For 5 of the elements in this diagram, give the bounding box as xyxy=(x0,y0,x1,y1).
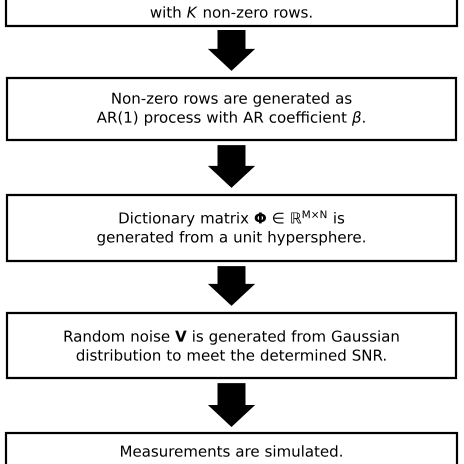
process-box: Measurements are simulated. xyxy=(4,432,458,464)
process-box: with K non-zero rows. xyxy=(4,0,458,28)
process-box: Random noise V is generated from Gaussian distribution to meet the determined SNR. xyxy=(6,312,458,380)
process-box: Dictionary matrix Φ ∈ ℝ$^{M×N}$ is generated from a unit hypersphere. xyxy=(6,194,458,262)
process-box: Non-zero rows are generated as AR(1) process with AR coefficient β. xyxy=(6,76,458,142)
